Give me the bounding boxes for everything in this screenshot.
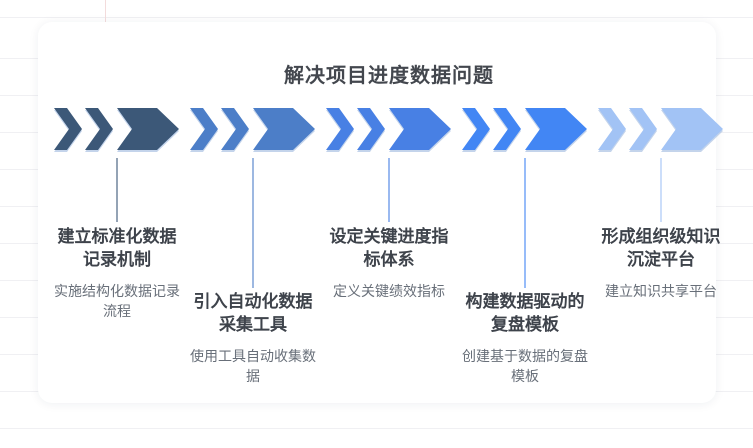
arrow-icon [661, 108, 723, 150]
chevron-icon [221, 108, 249, 150]
step-title: 构建数据驱动的复盘模板 [465, 292, 585, 334]
step-title: 引入自动化数据采集工具 [193, 292, 313, 334]
step-text: 形成组织级知识沉淀平台 建立知识共享平台 [595, 226, 727, 301]
step-text: 设定关键进度指标体系 定义关键绩效指标 [323, 226, 455, 301]
arrow-icon [525, 108, 587, 150]
chevron-icon [85, 108, 113, 150]
step-text: 构建数据驱动的复盘模板 创建基于数据的复盘模板 [459, 291, 591, 386]
flow-step-3: 设定关键进度指标体系 定义关键绩效指标 [321, 108, 457, 408]
arrow-icon [389, 108, 451, 150]
chevron-icon [326, 108, 354, 150]
chevron-arrows-icon [598, 108, 723, 150]
chevron-icon [357, 108, 385, 150]
connector-line [116, 158, 118, 222]
chevron-icon [54, 108, 82, 150]
flow-step-1: 建立标准化数据记录机制 实施结构化数据记录流程 [49, 108, 185, 408]
chevron-icon [598, 108, 626, 150]
connector-line [660, 158, 662, 222]
chevron-arrows-icon [190, 108, 315, 150]
step-text: 引入自动化数据采集工具 使用工具自动收集数据 [187, 291, 319, 386]
process-flow: 建立标准化数据记录机制 实施结构化数据记录流程 引入自动化数据采集工具 使用工具… [49, 108, 729, 408]
step-description: 定义关键绩效指标 [333, 282, 445, 299]
page-title: 解决项目进度数据问题 [284, 65, 494, 87]
step-text: 建立标准化数据记录机制 实施结构化数据记录流程 [51, 226, 183, 321]
flow-step-4: 构建数据驱动的复盘模板 创建基于数据的复盘模板 [457, 108, 593, 408]
step-title: 设定关键进度指标体系 [329, 227, 449, 269]
chevron-icon [629, 108, 657, 150]
flow-step-2: 引入自动化数据采集工具 使用工具自动收集数据 [185, 108, 321, 408]
step-description: 使用工具自动收集数据 [190, 347, 316, 385]
chart-card [38, 22, 716, 403]
step-description: 实施结构化数据记录流程 [54, 282, 180, 320]
connector-line [252, 158, 254, 288]
connector-line [524, 158, 526, 288]
flow-step-5: 形成组织级知识沉淀平台 建立知识共享平台 [593, 108, 729, 408]
chevron-arrows-icon [462, 108, 587, 150]
step-title: 建立标准化数据记录机制 [57, 227, 177, 269]
chevron-icon [462, 108, 490, 150]
chevron-arrows-icon [326, 108, 451, 150]
chevron-icon [190, 108, 218, 150]
step-description: 创建基于数据的复盘模板 [462, 347, 588, 385]
background-grid-accent-line [105, 0, 106, 23]
step-title: 形成组织级知识沉淀平台 [601, 227, 721, 269]
chevron-arrows-icon [54, 108, 179, 150]
chevron-icon [493, 108, 521, 150]
arrow-icon [117, 108, 179, 150]
arrow-icon [253, 108, 315, 150]
step-description: 建立知识共享平台 [605, 282, 717, 299]
connector-line [388, 158, 390, 222]
